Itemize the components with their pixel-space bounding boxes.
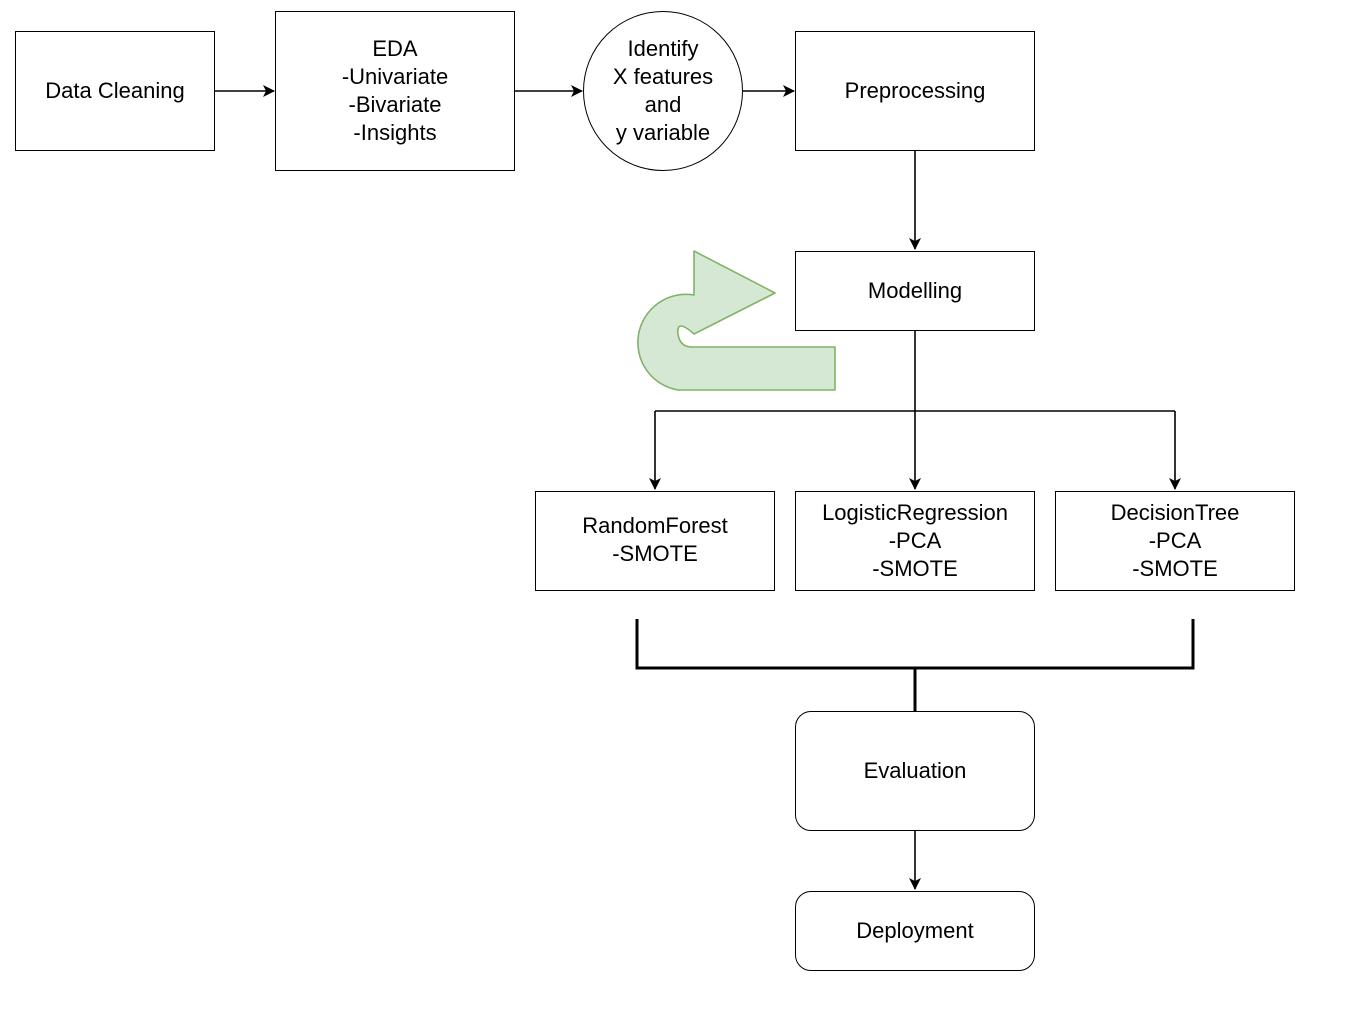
node-modelling[interactable]: Modelling (795, 251, 1035, 331)
u-turn-arrow-icon (637, 250, 836, 391)
node-identify-features[interactable]: Identify X features and y variable (583, 11, 743, 171)
node-label-line: RandomForest (582, 513, 728, 538)
node-evaluation[interactable]: Evaluation (795, 711, 1035, 831)
node-label-line: DecisionTree (1110, 500, 1240, 525)
node-label-line: -Insights (353, 120, 437, 145)
node-label-line: -Bivariate (348, 92, 442, 117)
node-label-line: -Univariate (341, 64, 449, 89)
node-label-line: -PCA (888, 528, 942, 553)
node-decision-tree[interactable]: DecisionTree -PCA -SMOTE (1055, 491, 1295, 591)
node-label-line: and (644, 92, 682, 117)
node-label-line: -PCA (1148, 528, 1202, 553)
node-label-line: Preprocessing (844, 78, 986, 103)
node-logistic-regression[interactable]: LogisticRegression -PCA -SMOTE (795, 491, 1035, 591)
node-label-line: -SMOTE (612, 541, 698, 566)
node-label-line: X features (612, 64, 714, 89)
node-eda[interactable]: EDA -Univariate -Bivariate -Insights (275, 11, 515, 171)
node-label-line: Deployment (856, 918, 974, 943)
node-data-cleaning[interactable]: Data Cleaning (15, 31, 215, 151)
node-label-line: Data Cleaning (45, 78, 185, 103)
node-label-line: Modelling (867, 278, 963, 303)
merge-bracket (635, 619, 1195, 670)
node-label-line: y variable (615, 120, 711, 145)
node-label-line: -SMOTE (872, 556, 958, 581)
node-label-line: -SMOTE (1132, 556, 1218, 581)
node-label-line: LogisticRegression (822, 500, 1008, 525)
node-label-line: Identify (627, 36, 699, 61)
node-deployment[interactable]: Deployment (795, 891, 1035, 971)
node-label-line: EDA (372, 36, 418, 61)
node-label-line: Evaluation (863, 758, 967, 783)
node-preprocessing[interactable]: Preprocessing (795, 31, 1035, 151)
node-random-forest[interactable]: RandomForest -SMOTE (535, 491, 775, 591)
